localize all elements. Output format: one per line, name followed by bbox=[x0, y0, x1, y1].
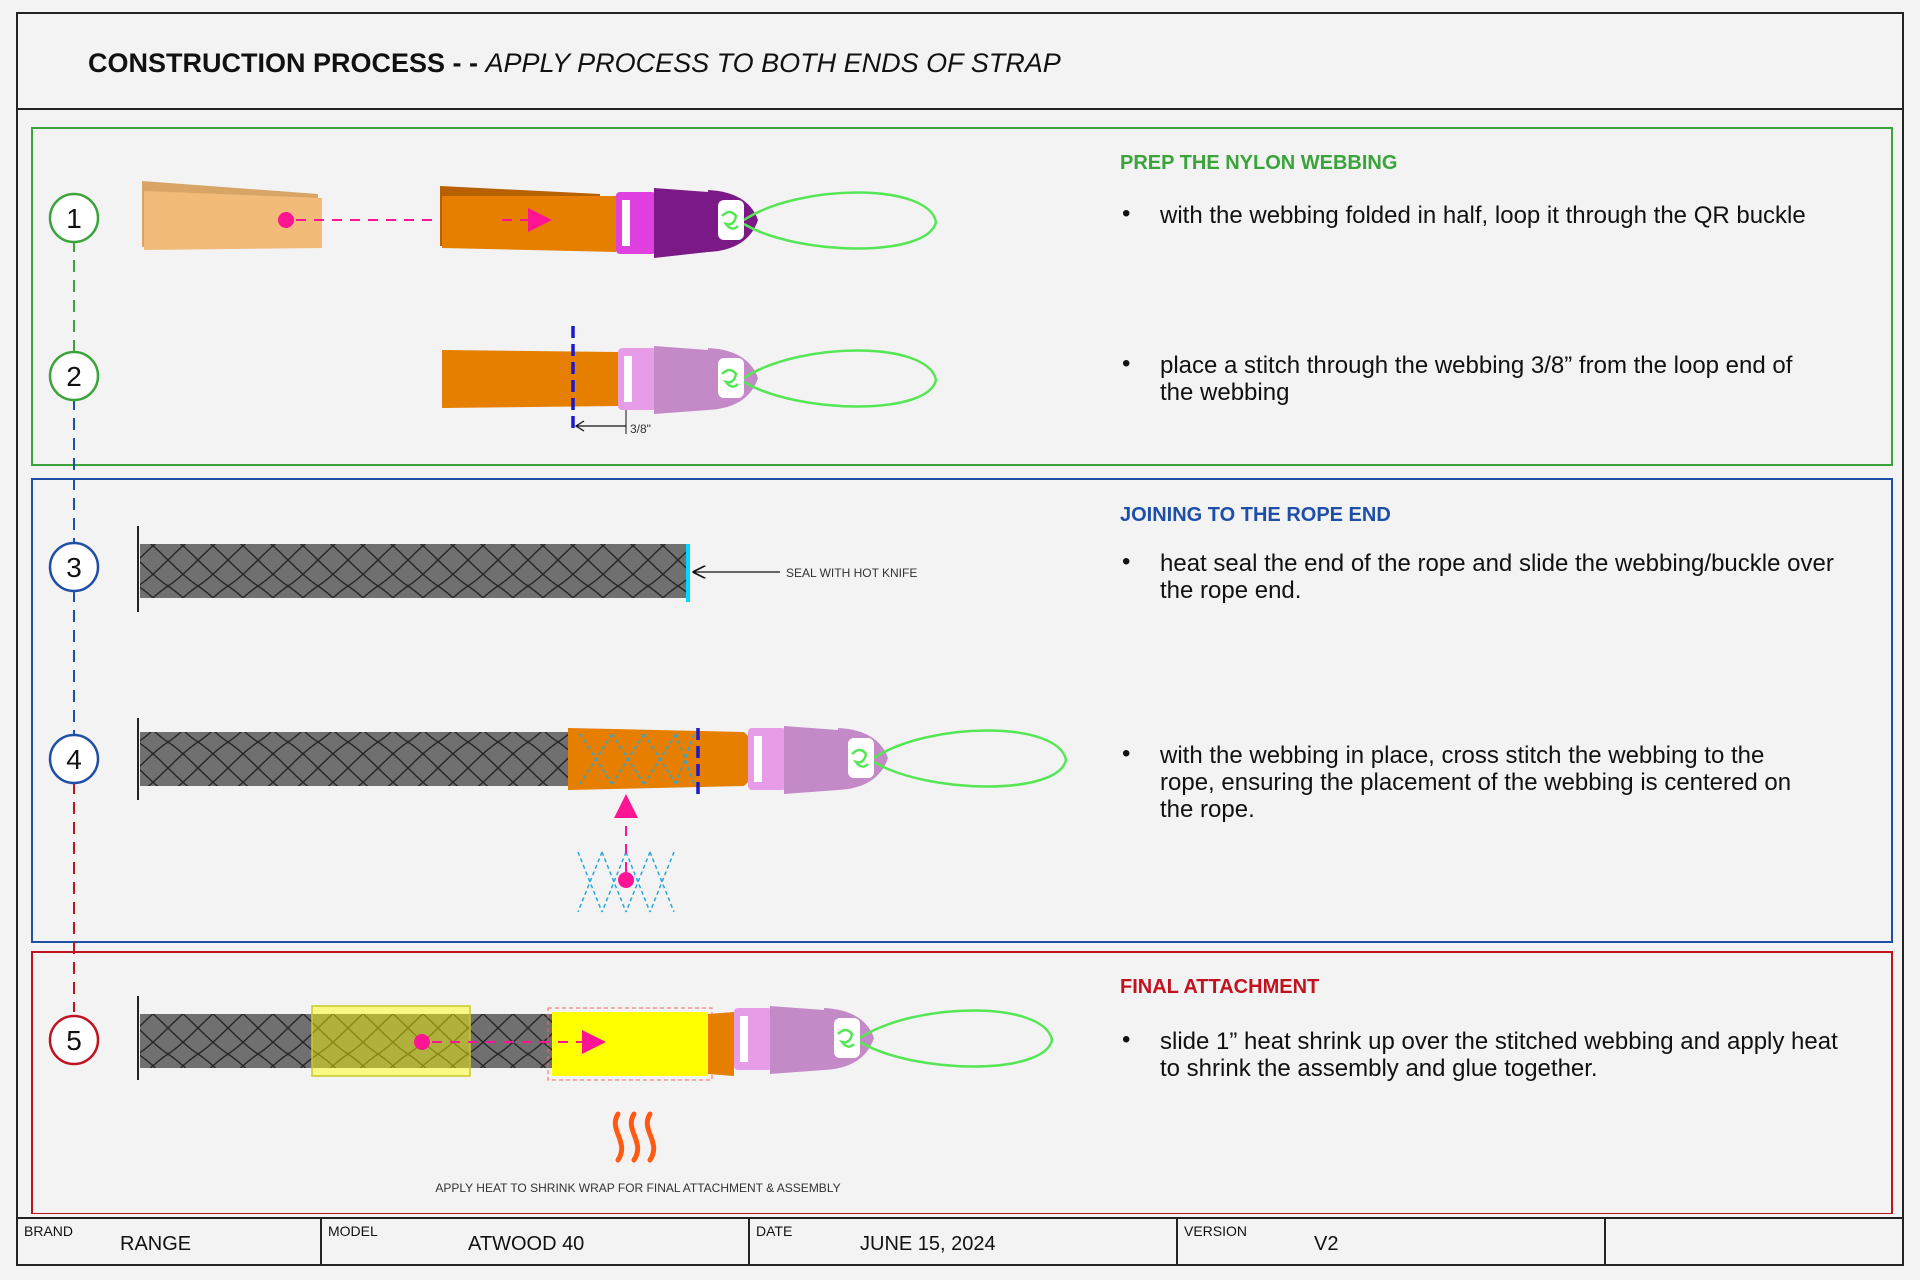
section-final-frame bbox=[31, 951, 1893, 1214]
step-5-marker: 5 bbox=[48, 1014, 100, 1066]
date-cell: DATE JUNE 15, 2024 bbox=[750, 1219, 1178, 1264]
date-label: DATE bbox=[756, 1223, 793, 1239]
brand-cell: BRAND RANGE bbox=[18, 1219, 322, 1264]
step-4-illustration bbox=[137, 718, 1068, 913]
step-1-text: •with the webbing folded in half, loop i… bbox=[1122, 200, 1806, 229]
step-5-text: •slide 1” heat shrink up over the stitch… bbox=[1122, 1026, 1838, 1082]
step-1-illustration bbox=[142, 181, 938, 258]
model-label: MODEL bbox=[328, 1223, 378, 1239]
step-4-description: with the webbing in place, cross stitch … bbox=[1160, 742, 1792, 823]
version-label: VERSION bbox=[1184, 1223, 1248, 1239]
step-3-marker: 3 bbox=[48, 541, 100, 593]
brand-label: BRAND bbox=[24, 1223, 74, 1239]
date-value: JUNE 15, 2024 bbox=[860, 1233, 996, 1255]
step-4-number: 4 bbox=[66, 744, 82, 775]
section-prep-title: PREP THE NYLON WEBBING bbox=[1120, 152, 1398, 174]
step-2-illustration: 3/8" bbox=[442, 326, 938, 436]
step-2-text: •place a stitch through the webbing 3/8”… bbox=[1122, 350, 1793, 406]
step-3-number: 3 bbox=[66, 552, 82, 583]
step-5-description: slide 1” heat shrink up over the stitche… bbox=[1160, 1028, 1838, 1082]
heat-icon bbox=[612, 1111, 657, 1163]
brand-value: RANGE bbox=[120, 1233, 192, 1255]
section-joining-frame bbox=[31, 478, 1893, 943]
process-diagram: 1 2 3 4 5 bbox=[31, 127, 1893, 1214]
section-final-title: FINAL ATTACHMENT bbox=[1120, 976, 1320, 998]
heat-label: APPLY HEAT TO SHRINK WRAP FOR FINAL ATTA… bbox=[435, 1181, 840, 1195]
section-joining-title: JOINING TO THE ROPE END bbox=[1120, 504, 1391, 526]
drawing-sheet: CONSTRUCTION PROCESS - - APPLY PROCESS T… bbox=[16, 12, 1904, 1266]
step-3-text: •heat seal the end of the rope and slide… bbox=[1122, 548, 1834, 604]
step-3-description: heat seal the end of the rope and slide … bbox=[1160, 550, 1834, 604]
step-2-description: place a stitch through the webbing 3/8” … bbox=[1160, 352, 1793, 406]
step-2-number: 2 bbox=[66, 361, 82, 392]
section-prep-frame bbox=[31, 127, 1893, 466]
step-1-description: with the webbing folded in half, loop it… bbox=[1160, 202, 1806, 229]
step-5-number: 5 bbox=[66, 1025, 82, 1056]
model-value: ATWOOD 40 bbox=[468, 1233, 585, 1255]
title-block: BRAND RANGE MODEL ATWOOD 40 DATE JUNE 15… bbox=[18, 1217, 1902, 1264]
step-3-illustration: SEAL WITH HOT KNIFE bbox=[137, 526, 917, 612]
version-value: V2 bbox=[1314, 1233, 1339, 1255]
page-title: CONSTRUCTION PROCESS - - APPLY PROCESS T… bbox=[88, 48, 1061, 79]
step-4-marker: 4 bbox=[48, 733, 100, 785]
seal-label: SEAL WITH HOT KNIFE bbox=[786, 566, 917, 580]
title-italic: APPLY PROCESS TO BOTH ENDS OF STRAP bbox=[485, 48, 1061, 78]
title-bold: CONSTRUCTION PROCESS - - bbox=[88, 48, 479, 78]
model-cell: MODEL ATWOOD 40 bbox=[322, 1219, 750, 1264]
dimension-label: 3/8" bbox=[630, 422, 651, 436]
step-1-marker: 1 bbox=[48, 192, 100, 244]
step-5-illustration: APPLY HEAT TO SHRINK WRAP FOR FINAL ATTA… bbox=[137, 996, 1054, 1195]
header: CONSTRUCTION PROCESS - - APPLY PROCESS T… bbox=[18, 14, 1902, 110]
step-4-text: •with the webbing in place, cross stitch… bbox=[1122, 740, 1792, 823]
step-2-marker: 2 bbox=[48, 350, 100, 402]
version-cell: VERSION V2 bbox=[1178, 1219, 1606, 1264]
step-1-number: 1 bbox=[66, 203, 82, 234]
blank-cell bbox=[1606, 1219, 1902, 1264]
